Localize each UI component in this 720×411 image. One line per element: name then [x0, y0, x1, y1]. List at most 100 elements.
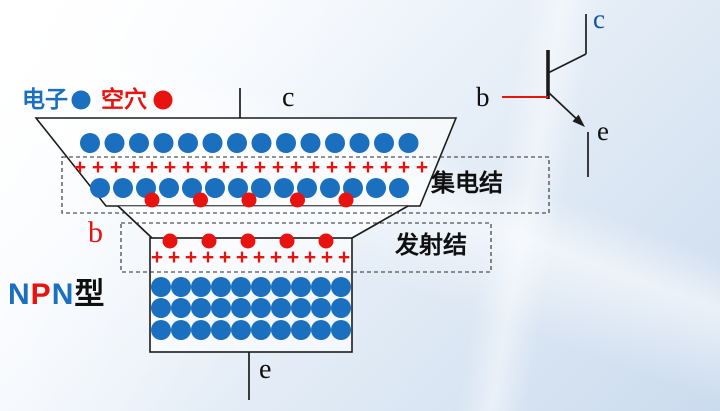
- electron-dot: [104, 133, 125, 153]
- hole-dot: [201, 233, 217, 249]
- electron-dot: [251, 298, 271, 318]
- electron-dot: [374, 133, 394, 153]
- plus-charge: +: [398, 156, 410, 179]
- plus-charge: +: [344, 156, 356, 179]
- plus-charge: +: [168, 246, 180, 269]
- base-terminal-label: b: [88, 216, 103, 249]
- electron-dot: [389, 178, 409, 198]
- electron-dot: [331, 277, 351, 297]
- npn-suffix: 型: [74, 278, 106, 311]
- electron-dot: [211, 277, 231, 297]
- emitter-junction-label: 发射结: [395, 232, 467, 259]
- plus-charge: +: [185, 246, 197, 269]
- plus-charge: +: [164, 156, 176, 179]
- collector-junction-box: [61, 156, 550, 214]
- plus-charge: +: [236, 246, 248, 269]
- electron-dot: [251, 320, 271, 340]
- electron-dot: [211, 320, 231, 340]
- legend-electron-label: 电子: [22, 86, 68, 112]
- electron-dot: [231, 298, 251, 318]
- symbol-emitter-arrowhead: [572, 114, 585, 127]
- npn-letter-p: P: [30, 278, 52, 311]
- electron-dot: [251, 178, 271, 198]
- plus-charge: +: [270, 246, 282, 269]
- npn-letter-n1: N: [8, 278, 31, 311]
- hole-dot: [290, 192, 305, 208]
- electron-dot: [153, 133, 174, 153]
- legend-electron-dot: [71, 90, 91, 110]
- npn-letter-n2: N: [51, 278, 75, 311]
- plus-charge: +: [362, 156, 374, 179]
- legend-hole-label: 空穴: [101, 86, 147, 112]
- electron-dot: [331, 320, 351, 340]
- electron-dot: [274, 178, 294, 198]
- electron-dot: [271, 298, 291, 318]
- electron-dot: [182, 178, 202, 198]
- electron-dot: [129, 133, 149, 153]
- electron-dot: [171, 320, 191, 340]
- plus-charge: +: [182, 156, 194, 179]
- electron-dot: [191, 298, 211, 318]
- electron-dot: [311, 320, 331, 340]
- hole-dot: [162, 233, 178, 249]
- electron-dot: [191, 320, 211, 340]
- plus-charge: +: [74, 156, 86, 179]
- symbol-collector-diagonal: [547, 53, 587, 74]
- symbol-collector-label: c: [593, 4, 605, 34]
- electron-dot: [151, 298, 171, 318]
- legend-hole-dot: [153, 90, 173, 110]
- electron-dot: [276, 133, 296, 153]
- plus-charge: +: [92, 156, 104, 179]
- electron-dot: [325, 133, 345, 153]
- electron-dot: [291, 320, 311, 340]
- electron-dot: [291, 298, 311, 318]
- electron-dot: [291, 277, 311, 297]
- electron-dot: [311, 277, 331, 297]
- electron-dot: [251, 133, 272, 153]
- plus-charge: +: [272, 156, 284, 179]
- electron-dot: [151, 320, 171, 340]
- electron-dot: [320, 178, 340, 198]
- plus-charge: +: [146, 156, 158, 179]
- emitter-terminal-label: e: [259, 354, 272, 385]
- hole-dot: [144, 192, 160, 208]
- transistor-symbol: [502, 14, 589, 177]
- hole-dot: [318, 233, 334, 249]
- hole-dot: [240, 233, 256, 249]
- electron-dot: [366, 178, 386, 198]
- plus-charge: +: [380, 156, 392, 179]
- electron-dot: [251, 277, 271, 297]
- electron-dot: [159, 178, 179, 198]
- hole-dot: [193, 192, 208, 208]
- electron-dot: [228, 178, 248, 198]
- base-funnel-right-edge: [351, 205, 409, 239]
- electron-dot: [151, 277, 171, 297]
- plus-charge: +: [338, 246, 350, 269]
- plus-charge: +: [287, 246, 299, 269]
- electron-dot: [231, 277, 251, 297]
- plus-charge: +: [128, 156, 140, 179]
- electron-dot: [311, 298, 331, 318]
- electron-dot: [331, 298, 351, 318]
- collector-junction-label: 集电结: [431, 170, 503, 197]
- electron-dot: [113, 178, 133, 198]
- electron-dot: [202, 133, 223, 153]
- electron-dot: [271, 320, 291, 340]
- electron-dot: [178, 133, 198, 153]
- electron-dot: [171, 277, 191, 297]
- particle-rows: ++++++++++++++++++++++++++++++++: [74, 133, 428, 340]
- plus-charge: +: [254, 156, 266, 179]
- electron-dot: [171, 298, 191, 318]
- emitter-junction-box: [120, 222, 492, 273]
- symbol-emitter-label: e: [597, 116, 609, 146]
- electron-dot: [300, 133, 321, 153]
- hole-dot: [241, 192, 257, 208]
- plus-charge: +: [236, 156, 248, 179]
- base-funnel-left-edge: [117, 205, 153, 239]
- plus-charge: +: [218, 156, 230, 179]
- electron-dot: [398, 133, 419, 153]
- electron-dot: [349, 133, 370, 153]
- plus-charge: +: [321, 246, 333, 269]
